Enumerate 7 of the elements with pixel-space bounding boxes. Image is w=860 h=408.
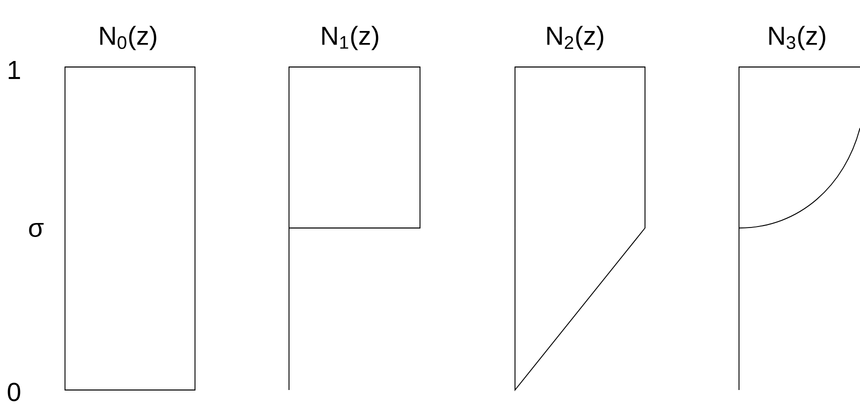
axis-label: 0 xyxy=(8,382,20,402)
axis-label: σ xyxy=(29,223,44,237)
plot-title: N$_{3}$(z) xyxy=(769,26,826,50)
plot-title: N$_{0}$(z) xyxy=(100,26,156,50)
plot-title: N$_{1}$(z) xyxy=(322,26,378,50)
plot-title: N$_{2}$(z) xyxy=(547,26,604,50)
axis-label: 1 xyxy=(8,61,20,79)
